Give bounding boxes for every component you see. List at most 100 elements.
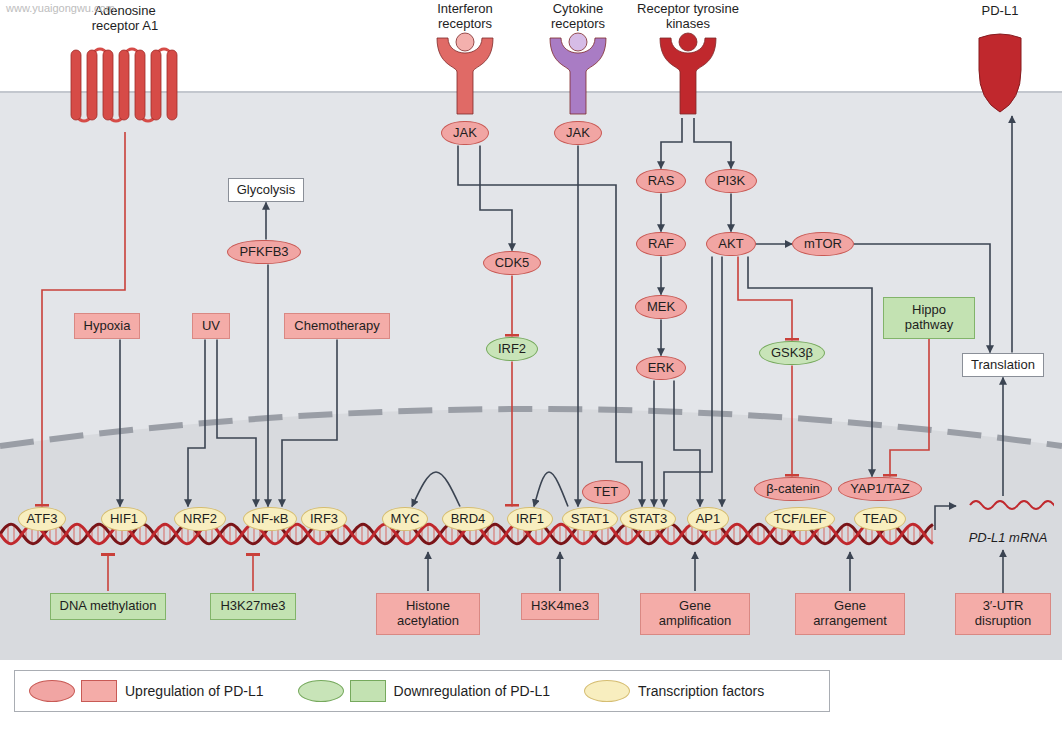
node-label: Hippo pathway (893, 303, 965, 333)
legend-swatch (584, 680, 630, 702)
upregulator-ellipse: CDK5 (483, 251, 542, 276)
upregulator-ellipse: PFKFB3 (227, 240, 300, 265)
base-pair (145, 525, 146, 543)
base-pair (931, 525, 932, 543)
upregulator-ellipse: YAP1/TAZ (838, 477, 921, 502)
activation-connector (188, 339, 205, 506)
activation-connector (1002, 550, 1004, 593)
node-label: NRF2 (183, 512, 217, 527)
activation-connector (1011, 116, 1013, 353)
upregulator-ellipse: JAK (441, 121, 489, 146)
receptor-icon: Cytokine receptors (523, 2, 633, 118)
downregulator-ellipse: GSK3β (759, 341, 825, 366)
activation-connector (1002, 377, 1004, 496)
node-label: IRF1 (516, 512, 544, 527)
node-label: H3K27me3 (220, 599, 285, 614)
activation-connector (660, 319, 662, 355)
activation-connector (721, 256, 723, 506)
upregulator-ellipse: RAS (636, 169, 687, 194)
genetic-arrow (694, 552, 696, 591)
legend-ellipse (298, 680, 344, 702)
node-label: ERK (648, 361, 675, 376)
activation-connector (694, 118, 731, 169)
base-pair (229, 524, 230, 544)
epigenetic-arrow (427, 552, 429, 591)
legend-box: Upregulation of PD-L1Downregulation of P… (14, 670, 830, 712)
node-label: MYC (391, 512, 420, 527)
mrna-node: PD-L1 mRNA (962, 496, 1054, 550)
transcription-factor: NF-κB (243, 507, 298, 532)
legend-label: Downregulation of PD-L1 (394, 683, 550, 699)
receptor-icon: Receptor tyrosine kinases (633, 2, 743, 118)
base-pair (493, 524, 494, 544)
upregulator-ellipse: β-catenin (754, 477, 832, 502)
node-label: mTOR (804, 237, 842, 252)
activation-connector (217, 339, 256, 506)
inhibition-connector (738, 256, 792, 340)
node-label: Chemotherapy (294, 319, 379, 334)
node-label: Gene amplification (650, 599, 740, 629)
activation-connector (730, 193, 732, 231)
node-label: ATF3 (27, 512, 58, 527)
upregulator-ellipse: MEK (635, 295, 687, 320)
transcription-factor: NRF2 (174, 507, 226, 532)
upregulator-box: UV (192, 313, 230, 340)
upregulator-box: Chemotherapy (284, 313, 389, 340)
activation-connector (660, 193, 662, 231)
activation-connector (854, 244, 990, 353)
node-label: 3′-UTR disruption (965, 599, 1041, 629)
nucleus (0, 409, 1062, 660)
node-label: PD-L1 mRNA (969, 531, 1048, 550)
downregulator-box: H3K27me3 (210, 593, 295, 620)
node-label: HIF1 (110, 512, 138, 527)
genetic-arrow (849, 552, 851, 591)
activation-connector (282, 339, 337, 506)
activation-connector (412, 472, 460, 507)
upregulator-box: Hypoxia (74, 313, 141, 340)
activation-connector (653, 380, 655, 506)
activation-connector (267, 264, 269, 506)
activation-connector (480, 145, 512, 250)
upregulator-box: Gene amplification (640, 593, 750, 635)
activation-connector (660, 256, 662, 294)
downregulator-ellipse: IRF2 (486, 337, 538, 362)
transcription-factor: BRD4 (442, 507, 495, 532)
process-box: Translation (962, 353, 1044, 378)
activation-connector (661, 118, 682, 169)
base-pair (739, 525, 740, 543)
downregulator-box: Hippo pathway (883, 297, 975, 339)
transcription-factor: IRF1 (507, 507, 553, 532)
activation-connector (119, 339, 121, 506)
receptor-icon: PD-L1 (958, 4, 1042, 116)
receptor-shape (958, 4, 1042, 116)
node-label: IRF3 (310, 512, 338, 527)
node-label: AP1 (696, 512, 721, 527)
transcription-factor: TCF/LEF (765, 507, 836, 532)
base-pair (13, 525, 14, 543)
upregulator-box: H3K4me3 (521, 593, 599, 620)
watermark: www.yuaigongwu.com (6, 2, 115, 14)
node-label: STAT3 (629, 512, 668, 527)
activation-connector (265, 202, 267, 239)
node-label: Translation (971, 358, 1035, 373)
node-label: BRD4 (451, 512, 486, 527)
base-pair (733, 525, 734, 543)
node-label: TET (594, 485, 619, 500)
upregulator-box: Gene arrangement (795, 593, 905, 635)
node-label: PD-L1 (982, 4, 1019, 19)
downregulator-box: DNA methylation (50, 593, 167, 620)
node-label: PFKFB3 (239, 245, 288, 260)
legend-ellipse (29, 680, 75, 702)
upregulator-ellipse: JAK (554, 121, 602, 146)
epigenetic-inhibition (107, 553, 109, 591)
node-label: IRF2 (498, 342, 526, 357)
node-label: UV (202, 319, 220, 334)
base-pair (757, 524, 758, 544)
epigenetic-arrow (559, 552, 561, 591)
node-label: PI3K (717, 174, 745, 189)
transcription-factor: IRF3 (301, 507, 347, 532)
node-label: AKT (718, 237, 743, 252)
cytoplasm (0, 92, 1062, 660)
base-pair (559, 524, 560, 544)
